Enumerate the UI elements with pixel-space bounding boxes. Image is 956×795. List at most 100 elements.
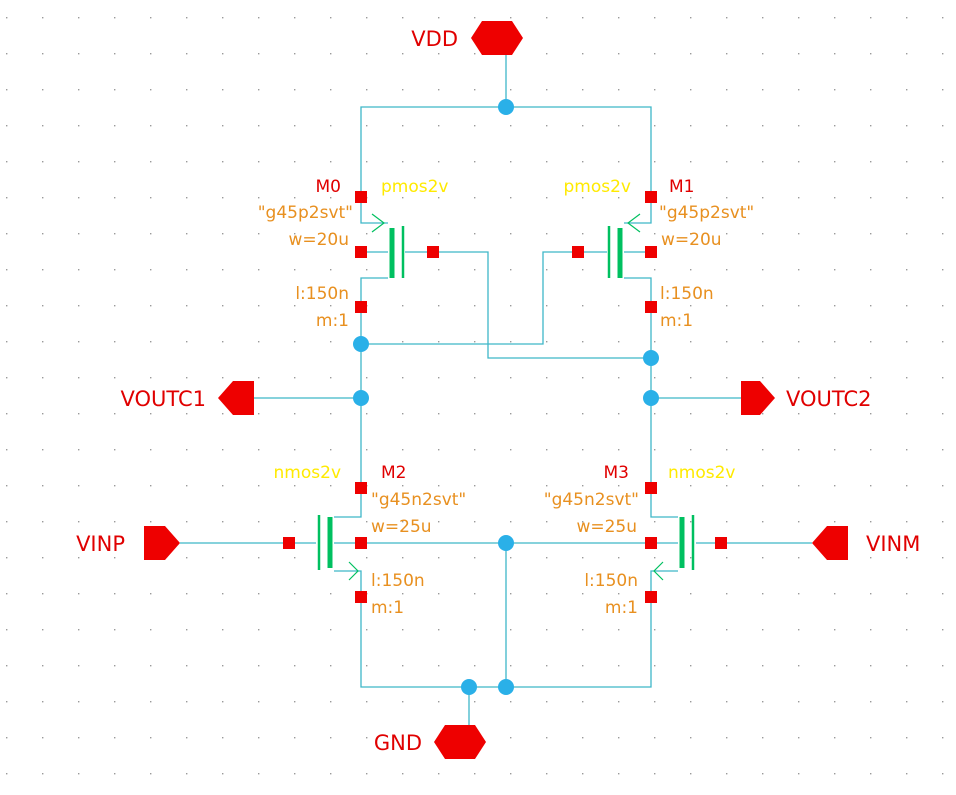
m2-name: M2 xyxy=(381,463,406,483)
voutc1-pin-icon[interactable] xyxy=(218,381,254,415)
vinp-pin-icon[interactable] xyxy=(144,526,180,560)
voutc1-label: VOUTC1 xyxy=(120,387,206,411)
grid-dot xyxy=(654,557,656,559)
grid-dot xyxy=(798,449,800,451)
voutc2-pin-icon[interactable] xyxy=(741,381,775,415)
m0-pin-source xyxy=(355,191,367,203)
grid-dot xyxy=(690,593,692,595)
grid-dot xyxy=(186,305,188,307)
m2-pin-bulk xyxy=(355,537,367,549)
wire-m0-gate-cross xyxy=(433,251,651,359)
transistor-m1[interactable] xyxy=(572,191,657,313)
grid-dot xyxy=(690,629,692,631)
m0-pin-gate xyxy=(427,246,439,258)
vinm-pin-icon[interactable] xyxy=(812,526,848,560)
grid-dot xyxy=(150,485,152,487)
grid-dot xyxy=(186,125,188,127)
grid-dot xyxy=(258,125,260,127)
grid-dot xyxy=(546,53,548,55)
grid-dot xyxy=(834,485,836,487)
grid-dot xyxy=(150,17,152,19)
grid-dot xyxy=(546,233,548,235)
grid-dot xyxy=(222,125,224,127)
m2-width: w=25u xyxy=(371,517,432,537)
grid-dot xyxy=(618,737,620,739)
grid-dot xyxy=(438,377,440,379)
grid-dot xyxy=(870,593,872,595)
grid-dot xyxy=(6,737,8,739)
grid-dot xyxy=(942,341,944,343)
grid-dot xyxy=(330,449,332,451)
grid-dot xyxy=(186,269,188,271)
grid-dot xyxy=(798,557,800,559)
grid-dot xyxy=(222,305,224,307)
grid-dot xyxy=(870,305,872,307)
vdd-pin-icon[interactable] xyxy=(471,21,523,55)
gnd-pin-icon[interactable] xyxy=(434,725,486,759)
grid-dot xyxy=(330,665,332,667)
junction-dot xyxy=(461,679,477,695)
grid-dot xyxy=(942,53,944,55)
grid-dot xyxy=(6,161,8,163)
grid-dot xyxy=(474,305,476,307)
grid-dot xyxy=(78,557,80,559)
grid-dot xyxy=(42,773,44,775)
m3-pin-bulk xyxy=(645,537,657,549)
m3-cell: nmos2v xyxy=(668,463,735,483)
grid-dot xyxy=(942,233,944,235)
transistor-m2[interactable] xyxy=(283,482,367,603)
grid-dot xyxy=(654,269,656,271)
grid-dot xyxy=(78,197,80,199)
grid-dot xyxy=(906,197,908,199)
grid-dot xyxy=(258,665,260,667)
grid-dot xyxy=(438,269,440,271)
grid-dot xyxy=(726,197,728,199)
transistor-m0[interactable] xyxy=(355,191,439,313)
grid-dot xyxy=(798,701,800,703)
grid-dot xyxy=(402,197,404,199)
net-labels: VDD GND VOUTC1 VOUTC2 VINP VINM xyxy=(76,27,920,755)
transistor-m3[interactable] xyxy=(645,482,727,603)
m3-model: "g45n2svt" xyxy=(544,490,639,510)
grid-dot xyxy=(510,89,512,91)
grid-dot xyxy=(942,125,944,127)
grid-dot xyxy=(870,665,872,667)
grid-dot xyxy=(222,449,224,451)
m1-pin-drain xyxy=(645,301,657,313)
grid-dot xyxy=(42,665,44,667)
grid-dot xyxy=(690,485,692,487)
grid-dot xyxy=(294,485,296,487)
grid-dot xyxy=(438,593,440,595)
grid-dot xyxy=(762,737,764,739)
grid-dot xyxy=(6,269,8,271)
m2-length: l:150n xyxy=(371,571,425,591)
grid-dot xyxy=(690,521,692,523)
grid-dot xyxy=(582,593,584,595)
grid-dot xyxy=(726,53,728,55)
grid-dot xyxy=(42,701,44,703)
grid-dot xyxy=(726,557,728,559)
grid-dot xyxy=(330,89,332,91)
grid-dot xyxy=(294,305,296,307)
grid-dot xyxy=(78,269,80,271)
grid-dot xyxy=(114,377,116,379)
grid-dot xyxy=(366,17,368,19)
grid-dot xyxy=(474,341,476,343)
grid-dot xyxy=(366,449,368,451)
grid-dot xyxy=(546,701,548,703)
grid-dot xyxy=(438,17,440,19)
grid-dot xyxy=(834,305,836,307)
grid-dot xyxy=(834,737,836,739)
grid-dot xyxy=(294,53,296,55)
grid-dot xyxy=(942,737,944,739)
grid-dot xyxy=(618,305,620,307)
grid-dot xyxy=(510,125,512,127)
grid-dot xyxy=(798,485,800,487)
grid-dot xyxy=(582,197,584,199)
grid-dot xyxy=(582,773,584,775)
grid-dot xyxy=(366,737,368,739)
grid-dot xyxy=(546,125,548,127)
grid-dot xyxy=(402,521,404,523)
grid-dot xyxy=(330,485,332,487)
grid-dot xyxy=(690,557,692,559)
